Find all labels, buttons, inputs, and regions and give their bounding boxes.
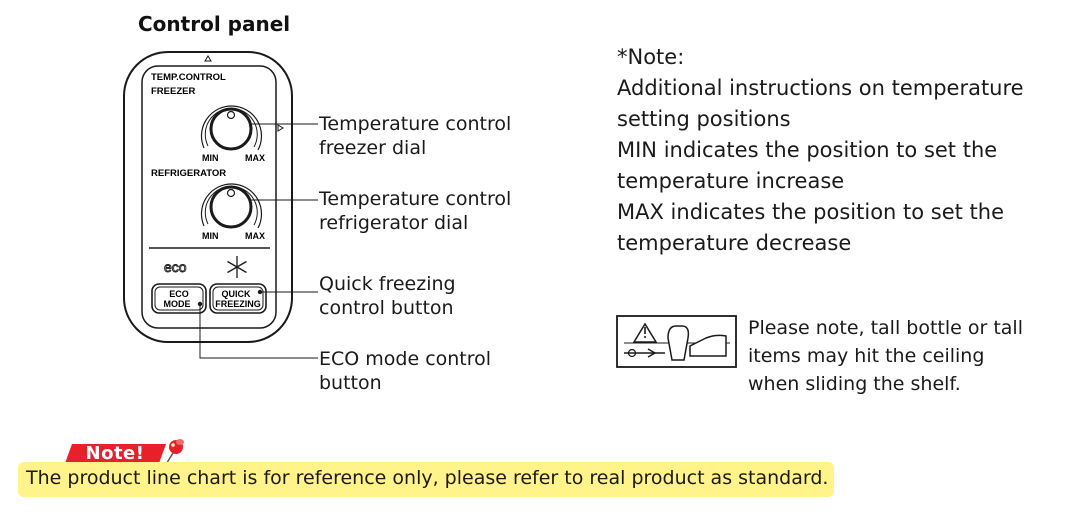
leader-eco-mode <box>199 304 318 359</box>
freezer-label: FREEZER <box>151 86 195 97</box>
warning-line: items may hit the ceiling <box>748 345 985 367</box>
freezer-dial-max: MAX <box>245 153 265 163</box>
eco-button-line1: ECO <box>169 289 189 299</box>
refrigerator-label: REFRIGERATOR <box>151 168 226 179</box>
note-line: Additional instructions on temperature <box>617 76 1024 100</box>
eco-mode-button[interactable] <box>151 283 207 314</box>
warning-line: Please note, tall bottle or tall <box>748 317 1023 339</box>
callout-refrigerator-dial-line1: Temperature control <box>319 188 512 210</box>
callout-refrigerator-dial: Temperature control refrigerator dial <box>319 187 511 235</box>
note-heading: *Note: <box>617 45 685 69</box>
panel-inner-frame <box>141 65 277 329</box>
callout-freezer-dial-line1: Temperature control <box>319 113 512 135</box>
note-tag-label: Note! <box>85 443 145 464</box>
callout-freezer-dial: Temperature control freezer dial <box>319 112 511 160</box>
note-block: *Note: Additional instructions on temper… <box>617 42 1024 259</box>
callout-eco-mode: ECO mode control button <box>319 347 491 395</box>
note-line: setting positions <box>617 107 791 131</box>
note-line: MAX indicates the position to set the <box>617 200 1005 224</box>
top-arrow-mark <box>204 55 212 62</box>
freezer-dial[interactable] <box>200 105 263 151</box>
panel-title: Control panel <box>138 12 291 36</box>
callout-eco-mode-line1: ECO mode control <box>319 348 492 370</box>
note-tag <box>64 444 166 466</box>
callout-quick-freezing-line1: Quick freezing <box>319 273 456 295</box>
footer-highlight-bar <box>18 462 834 497</box>
panel-outer-frame <box>123 51 293 343</box>
callout-eco-mode-line2: button <box>319 372 382 394</box>
freezer-dial-min: MIN <box>202 153 219 163</box>
quick-button-line2: FREEZING <box>215 299 261 309</box>
side-arrow-mark <box>277 124 284 132</box>
refrigerator-dial-max: MAX <box>245 231 265 241</box>
eco-logo: eco <box>164 259 187 275</box>
refrigerator-dial[interactable] <box>200 183 263 229</box>
note-line: MIN indicates the position to set the <box>617 138 998 162</box>
footer-disclaimer: The product line chart is for reference … <box>26 467 829 489</box>
callout-freezer-dial-line2: freezer dial <box>319 137 427 159</box>
quick-button-line1: QUICK <box>222 289 252 299</box>
warning-shelf-icon <box>616 315 737 368</box>
refrigerator-dial-min: MIN <box>202 231 219 241</box>
eco-button-line2: MODE <box>164 299 191 309</box>
note-line: temperature decrease <box>617 231 852 255</box>
shelf-warning-text: Please note, tall bottle or tall items m… <box>748 314 1023 398</box>
callout-quick-freezing: Quick freezing control button <box>319 272 456 320</box>
snowflake-icon <box>227 256 247 278</box>
note-line: temperature increase <box>617 169 845 193</box>
warning-line: when sliding the shelf. <box>748 373 961 395</box>
temp-control-label: TEMP.CONTROL <box>151 72 226 83</box>
quick-freezing-button[interactable] <box>209 283 267 314</box>
callout-refrigerator-dial-line2: refrigerator dial <box>319 212 469 234</box>
callout-quick-freezing-line2: control button <box>319 297 454 319</box>
